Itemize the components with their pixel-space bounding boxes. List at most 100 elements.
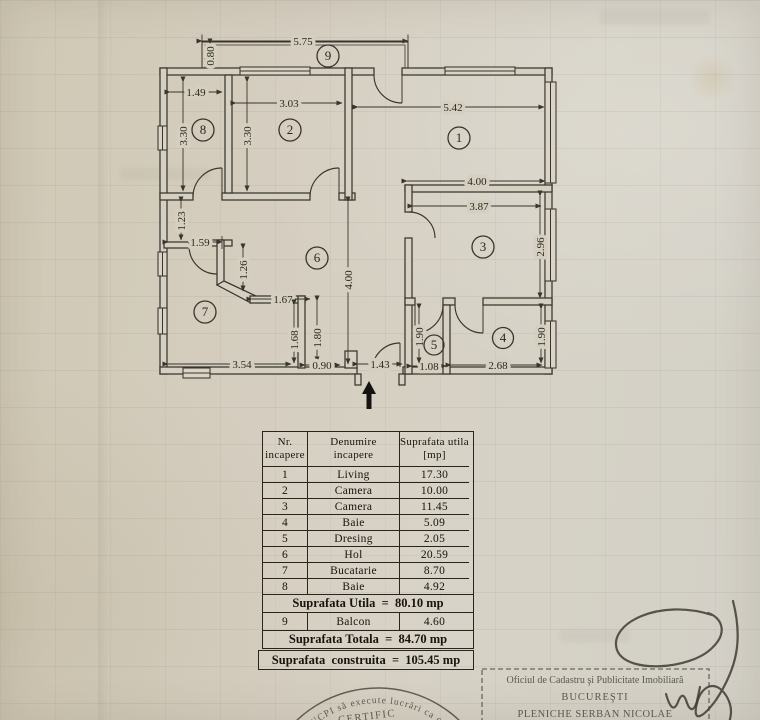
table-cell: 6: [263, 546, 308, 562]
svg-text:8: 8: [200, 122, 207, 137]
svg-text:1.26: 1.26: [238, 260, 250, 280]
window: [444, 66, 516, 76]
dim: 5.75: [196, 33, 409, 52]
column-header: Nr.incapere: [263, 432, 308, 466]
svg-text:5.42: 5.42: [443, 102, 462, 114]
svg-text:6: 6: [314, 250, 321, 265]
table-cell: Baie: [308, 514, 400, 530]
svg-text:2.68: 2.68: [488, 360, 508, 372]
paper-stain: [688, 52, 736, 104]
room8-door: [192, 167, 223, 198]
svg-text:3.03: 3.03: [279, 98, 299, 110]
room-label-4: 4: [491, 326, 515, 350]
office-stamp: Oficiul de Cadastru şi Publicitate Imobi…: [481, 668, 710, 720]
table-cell: 8: [263, 578, 308, 594]
dimensions: 5.75 0.80 1.49 3.03 5.42 3.30 3.30 4.00 …: [162, 33, 551, 377]
svg-text:0.90: 0.90: [312, 360, 332, 372]
dim: 1.49: [164, 84, 223, 103]
svg-text:CERTIFIC: CERTIFIC: [338, 708, 397, 720]
room-labels: 1 2 3 4 5 6 7 8 9: [191, 44, 515, 356]
svg-text:1.43: 1.43: [370, 359, 390, 371]
table-cell: 5: [263, 530, 308, 546]
walls: [159, 67, 553, 386]
dim: 1.80: [308, 295, 327, 363]
built-area: Suprafata construita = 105.45 mp: [258, 650, 474, 670]
table-cell: Living: [308, 466, 400, 482]
table-cell: Dresing: [308, 530, 400, 546]
svg-text:PLENICHE SERBAN NICOLAE: PLENICHE SERBAN NICOLAE: [518, 709, 673, 720]
kitchen-door: [188, 245, 218, 275]
table-cell: Baie: [308, 578, 400, 594]
table-cell: 5.09: [400, 514, 469, 530]
svg-text:3.30: 3.30: [242, 126, 254, 146]
table-cell: 9: [263, 613, 308, 630]
svg-text:4: 4: [500, 330, 507, 345]
dim: 1.67: [246, 291, 311, 310]
room-label-3: 3: [471, 235, 495, 259]
window: [544, 208, 557, 282]
dim: 5.42: [352, 99, 545, 118]
svg-text:4.00: 4.00: [467, 176, 487, 188]
svg-text:4.00: 4.00: [343, 270, 355, 290]
svg-text:Oficiul de Cadastru şi Publici: Oficiul de Cadastru şi Publicitate Imobi…: [507, 675, 684, 686]
room2-door: [309, 167, 340, 198]
paper-fold-shadow: [98, 0, 108, 720]
svg-text:1.90: 1.90: [536, 327, 548, 347]
dim: 1.90: [532, 303, 551, 364]
ink-bleed-mark: [600, 10, 710, 24]
svg-text:9: 9: [325, 48, 332, 63]
dim: 0.80: [201, 38, 220, 69]
svg-text:BUCUREŞTI: BUCUREŞTI: [561, 692, 628, 703]
table-cell: 7: [263, 562, 308, 578]
dim: 3.03: [230, 95, 343, 114]
svg-text:0.80: 0.80: [205, 46, 217, 66]
dim: 3.30: [174, 76, 193, 192]
dim: 1.08: [406, 358, 447, 377]
window: [544, 81, 557, 184]
table-cell: 20.59: [400, 546, 469, 562]
door-swings: [188, 74, 484, 372]
signature: [614, 599, 739, 720]
window: [157, 251, 168, 277]
table-cell: 1: [263, 466, 308, 482]
svg-text:2.96: 2.96: [535, 237, 547, 257]
svg-text:1.67: 1.67: [273, 294, 293, 306]
dim: 0.90: [299, 357, 341, 376]
svg-text:5: 5: [431, 337, 438, 352]
column-header: Suprafata utila[mp]: [400, 435, 469, 461]
svg-text:7: 7: [202, 304, 209, 319]
svg-text:1.49: 1.49: [186, 87, 206, 99]
table-cell: 4.92: [400, 578, 469, 594]
dim: 1.26: [234, 243, 253, 292]
room-label-5: 5: [423, 334, 445, 356]
dim: 3.87: [407, 198, 542, 217]
svg-text:3.87: 3.87: [469, 201, 489, 213]
table-cell: 4: [263, 514, 308, 530]
svg-text:3: 3: [480, 239, 487, 254]
table-cell: 2: [263, 482, 308, 498]
dim: 1.23: [172, 196, 191, 241]
svg-text:1.23: 1.23: [176, 211, 188, 231]
table-cell: Balcon: [308, 613, 400, 630]
dim: 3.30: [238, 76, 257, 192]
room-label-9: 9: [316, 44, 340, 68]
dim: 1.68: [285, 299, 304, 364]
dim: 4.00: [339, 196, 358, 365]
svg-text:1.08: 1.08: [419, 361, 439, 373]
room-label-2: 2: [278, 118, 302, 142]
svg-text:3.30: 3.30: [178, 126, 190, 146]
dim: 2.96: [531, 190, 550, 299]
entrance-arrow: [362, 381, 376, 409]
svg-text:1.59: 1.59: [190, 237, 210, 249]
window: [239, 66, 311, 76]
window: [182, 367, 211, 379]
room-label-7: 7: [193, 300, 217, 324]
ink-bleed-mark: [560, 630, 630, 642]
balcony-door: [373, 74, 403, 104]
svg-text:2: 2: [287, 122, 294, 137]
